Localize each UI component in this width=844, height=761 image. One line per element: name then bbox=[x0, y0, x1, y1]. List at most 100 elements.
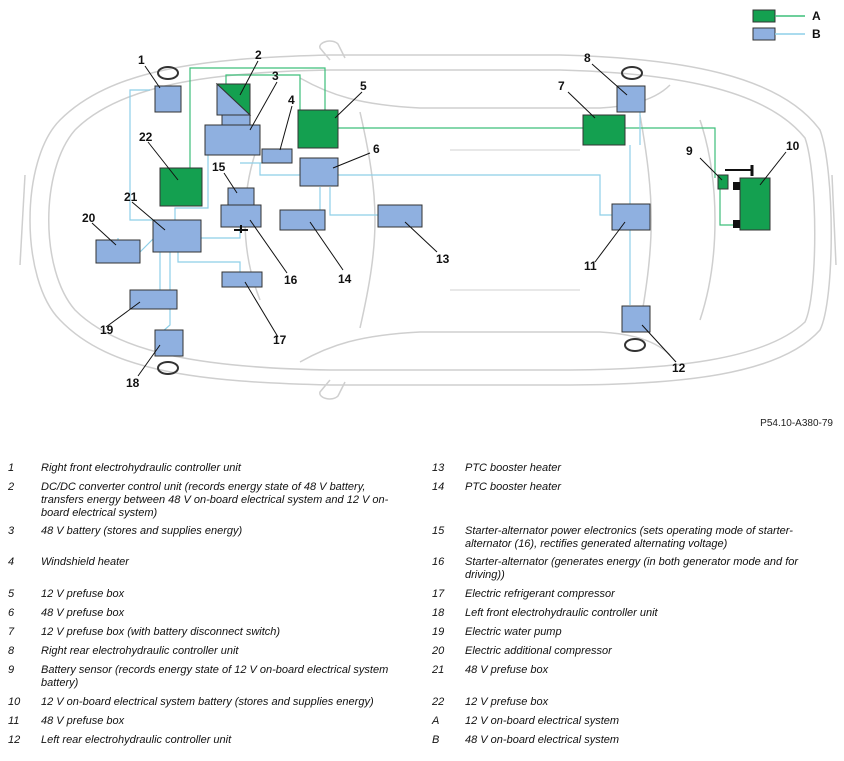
ptc-heater-13 bbox=[377, 204, 423, 228]
caption-text: Electric additional compressor bbox=[465, 645, 612, 657]
caption-text: 48 V prefuse box bbox=[41, 607, 125, 619]
caption-row: 18 Left front electrohydraulic controller… bbox=[432, 607, 832, 626]
caption-key: 12 bbox=[8, 734, 21, 746]
caption-row: 2 DC/DC converter control unit (records e… bbox=[8, 481, 408, 525]
caption-text: Starter-alternator (generates energy (in… bbox=[465, 556, 799, 581]
caption-key: 17 bbox=[432, 588, 445, 600]
electrohydraulic-unit-1 bbox=[154, 66, 182, 113]
caption-key: 22 bbox=[432, 696, 445, 708]
caption-text: Windshield heater bbox=[41, 556, 129, 568]
caption-text: 12 V on-board electrical system bbox=[465, 715, 620, 727]
caption-key: 14 bbox=[432, 481, 445, 493]
caption-row: 17 Electric refrigerant compressor bbox=[432, 588, 832, 607]
caption-key: 15 bbox=[432, 525, 445, 537]
caption-row: A 12 V on-board electrical system bbox=[432, 715, 832, 734]
windshield-heater-4 bbox=[261, 148, 293, 164]
caption-row: 21 48 V prefuse box bbox=[432, 664, 832, 696]
caption-row: 10 12 V on-board electrical system batter… bbox=[8, 696, 408, 715]
callout-10: 10 bbox=[786, 139, 800, 153]
legend: A B bbox=[752, 9, 821, 41]
legend-key-a: A bbox=[812, 9, 821, 23]
caption-key: 13 bbox=[432, 462, 445, 474]
caption-key: 5 bbox=[8, 588, 15, 600]
prefuse-box-48v-6 bbox=[299, 157, 339, 187]
callout-3: 3 bbox=[272, 69, 279, 83]
callout-14: 14 bbox=[338, 272, 352, 286]
callout-20: 20 bbox=[82, 211, 96, 225]
callout-labels: 1 2 3 4 5 6 7 8 9 10 11 12 13 14 15 16 1… bbox=[82, 48, 800, 390]
caption-row: 16 Starter-alternator (generates energy (… bbox=[432, 556, 832, 588]
caption-row: 11 48 V prefuse box bbox=[8, 715, 408, 734]
caption-row: 7 12 V prefuse box (with battery disconne… bbox=[8, 626, 408, 645]
callout-12: 12 bbox=[672, 361, 686, 375]
vehicle-topology-diagram: 1 2 3 4 5 6 7 8 9 10 11 12 13 14 15 16 1… bbox=[19, 9, 837, 429]
caption-key: 6 bbox=[8, 607, 15, 619]
caption-key: 10 bbox=[8, 696, 21, 708]
caption-text: 12 V on-board electrical system battery … bbox=[41, 696, 374, 708]
caption-text: 48 V prefuse box bbox=[41, 715, 125, 727]
power-electronics-15 bbox=[227, 187, 255, 207]
callout-6: 6 bbox=[373, 142, 380, 156]
caption-text: 48 V on-board electrical system bbox=[465, 734, 620, 746]
callout-18: 18 bbox=[126, 376, 140, 390]
caption-key: 3 bbox=[8, 525, 15, 537]
caption-row: 4 Windshield heater bbox=[8, 556, 408, 588]
callout-5: 5 bbox=[360, 79, 367, 93]
caption-text: PTC booster heater bbox=[465, 481, 561, 493]
caption-text: 48 V battery (stores and supplies energy… bbox=[41, 525, 243, 537]
callout-19: 19 bbox=[100, 323, 114, 337]
leader-lines bbox=[91, 60, 787, 377]
callout-22: 22 bbox=[139, 130, 153, 144]
caption-key: 9 bbox=[8, 664, 15, 676]
prefuse-box-48v-11 bbox=[611, 203, 651, 231]
caption-row: 14 PTC booster heater bbox=[432, 481, 832, 525]
caption-text: Electric water pump bbox=[465, 626, 562, 638]
caption-text: 12 V prefuse box (with battery disconnec… bbox=[41, 626, 281, 638]
legend-swatch-b bbox=[752, 27, 776, 41]
caption-key: 16 bbox=[432, 556, 445, 568]
caption-key: 8 bbox=[8, 645, 15, 657]
caption-key: 21 bbox=[432, 664, 445, 676]
caption-key: 11 bbox=[8, 715, 20, 727]
callout-7: 7 bbox=[558, 79, 565, 93]
caption-text: Left rear electrohydraulic controller un… bbox=[41, 734, 232, 746]
callout-1: 1 bbox=[138, 53, 145, 67]
electrohydraulic-unit-18 bbox=[154, 329, 184, 375]
prefuse-box-12v-5 bbox=[297, 109, 339, 149]
caption-key: 2 bbox=[8, 481, 15, 493]
caption-text: Right front electrohydraulic controller … bbox=[41, 462, 241, 474]
caption-key: 7 bbox=[8, 626, 15, 638]
caption-key: 20 bbox=[432, 645, 445, 657]
callout-21: 21 bbox=[124, 190, 138, 204]
caption-text: Left front electrohydraulic controller u… bbox=[465, 607, 658, 619]
caption-key: 18 bbox=[432, 607, 445, 619]
callout-8: 8 bbox=[584, 51, 591, 65]
battery-12v-10 bbox=[733, 177, 771, 231]
caption-text: 48 V prefuse box bbox=[465, 664, 549, 676]
caption-text: Electric refrigerant compressor bbox=[465, 588, 615, 600]
callout-2: 2 bbox=[255, 48, 262, 62]
dcdc-converter-2 bbox=[215, 82, 252, 117]
prefuse-box-48v-21 bbox=[152, 219, 202, 253]
callout-4: 4 bbox=[288, 93, 295, 107]
caption-row: 20 Electric additional compressor bbox=[432, 645, 832, 664]
components bbox=[95, 66, 771, 375]
electrohydraulic-unit-12 bbox=[621, 305, 651, 352]
caption-key: A bbox=[432, 715, 440, 727]
caption-key: 4 bbox=[8, 556, 15, 568]
caption-key: B bbox=[432, 734, 440, 746]
caption-text: DC/DC converter control unit (records en… bbox=[41, 481, 389, 519]
caption-row: 12 Left rear electrohydraulic controller … bbox=[8, 734, 408, 753]
car-outline bbox=[19, 40, 837, 400]
callout-11: 11 bbox=[584, 259, 597, 273]
caption-row: 6 48 V prefuse box bbox=[8, 607, 408, 626]
prefuse-box-12v-22 bbox=[159, 167, 203, 207]
caption-text: 12 V prefuse box bbox=[465, 696, 549, 708]
wiring-12v bbox=[189, 67, 740, 226]
